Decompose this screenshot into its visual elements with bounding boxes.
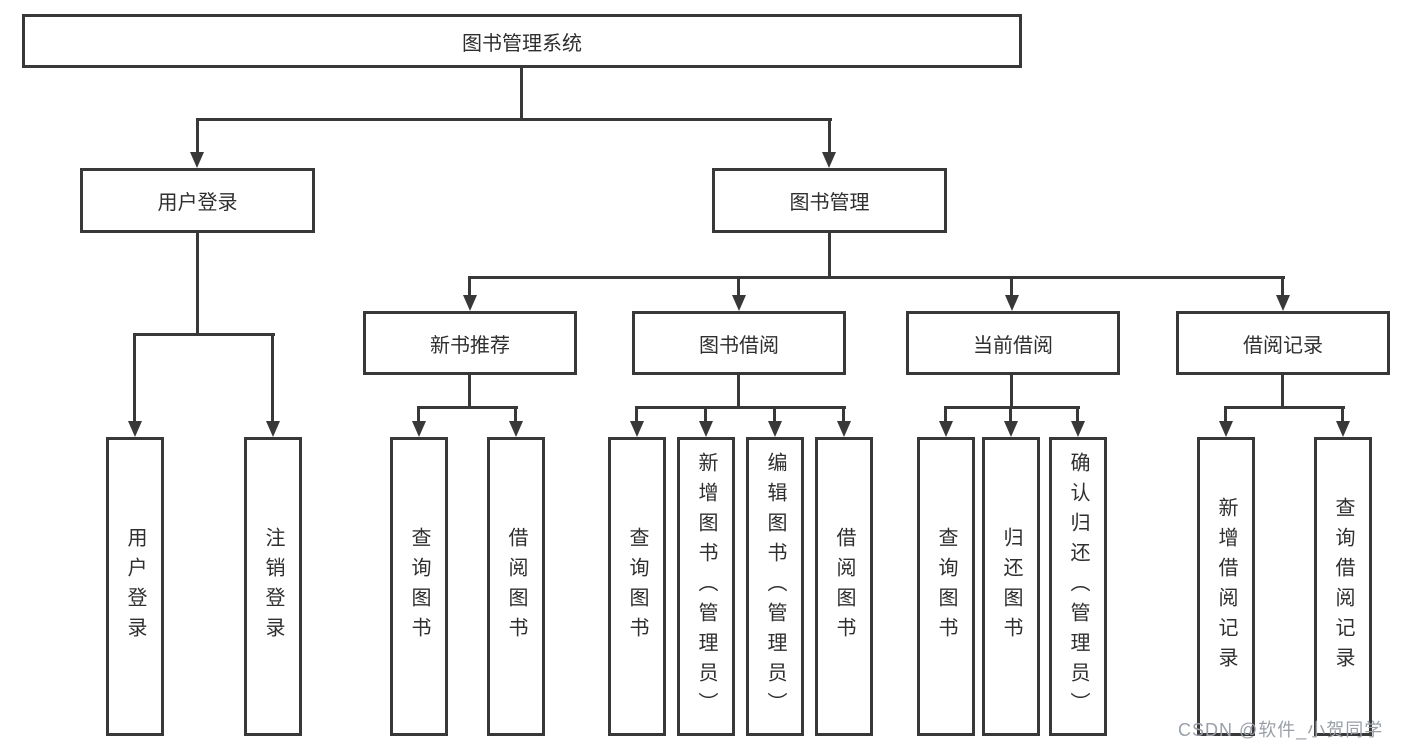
- arrowhead-down-icon: [837, 421, 851, 437]
- connector-line: [1009, 406, 1012, 424]
- node-book-borrow: 图书借阅: [632, 311, 846, 375]
- leaf-add-borrow-record-label: 新增借阅记录: [1215, 496, 1237, 677]
- arrowhead-down-icon: [412, 421, 426, 437]
- connector-line: [514, 406, 517, 424]
- leaf-query-books-rec-label: 查询图书: [408, 526, 430, 647]
- connector-line: [468, 276, 471, 298]
- leaf-add-books-admin-label: 新增图书（管理员）: [695, 451, 717, 722]
- watermark-text: CSDN @软件_小贺同学: [1178, 720, 1384, 740]
- node-root-label: 图书管理系统: [462, 32, 582, 55]
- connector-line: [1281, 375, 1284, 409]
- connector-line: [417, 406, 420, 424]
- arrowhead-down-icon: [1336, 421, 1350, 437]
- leaf-borrow-books-borrow-label: 借阅图书: [833, 526, 855, 647]
- arrowhead-down-icon: [630, 421, 644, 437]
- connector-line: [828, 118, 831, 154]
- node-book-management-label: 图书管理: [789, 192, 870, 214]
- connector-line: [704, 406, 707, 424]
- connector-line: [196, 118, 832, 121]
- connector-line: [1224, 406, 1227, 424]
- arrowhead-down-icon: [768, 421, 782, 437]
- node-root: 图书管理系统: [22, 14, 1022, 68]
- connector-line: [944, 406, 947, 424]
- connector-line: [737, 375, 740, 409]
- arrowhead-down-icon: [699, 421, 713, 437]
- connector-line: [1010, 276, 1013, 298]
- arrowhead-down-icon: [822, 152, 836, 168]
- node-book-borrow-label: 图书借阅: [699, 334, 779, 357]
- connector-line: [468, 375, 471, 409]
- leaf-return-books: 归还图书: [982, 437, 1040, 736]
- arrowhead-down-icon: [1071, 421, 1085, 437]
- connector-line: [520, 67, 523, 121]
- connector-line: [1281, 276, 1284, 298]
- arrowhead-down-icon: [190, 152, 204, 168]
- arrowhead-down-icon: [939, 421, 953, 437]
- leaf-edit-books-admin-label: 编辑图书（管理员）: [764, 451, 786, 722]
- node-borrow-records: 借阅记录: [1176, 311, 1390, 375]
- leaf-user-login-label: 用户登录: [124, 526, 146, 647]
- arrowhead-down-icon: [128, 421, 142, 437]
- leaf-logout-label: 注销登录: [262, 526, 284, 647]
- node-book-management: 图书管理: [712, 168, 947, 233]
- connector-line: [417, 406, 518, 409]
- leaf-user-login: 用户登录: [106, 437, 164, 736]
- connector-line: [196, 118, 199, 154]
- leaf-query-books-rec: 查询图书: [390, 437, 448, 736]
- connector-line: [842, 406, 845, 424]
- connector-line: [1076, 406, 1079, 424]
- arrowhead-down-icon: [732, 295, 746, 311]
- node-user-login: 用户登录: [80, 168, 315, 233]
- connector-line: [1341, 406, 1344, 424]
- leaf-return-books-label: 归还图书: [1000, 526, 1022, 647]
- node-new-book-recommend: 新书推荐: [363, 311, 577, 375]
- leaf-query-borrow-record: 查询借阅记录: [1314, 437, 1372, 736]
- leaf-borrow-books-rec: 借阅图书: [487, 437, 545, 736]
- connector-line: [635, 406, 638, 424]
- connector-line: [468, 276, 1285, 279]
- node-current-borrow-label: 当前借阅: [973, 334, 1053, 357]
- leaf-query-books-borrow: 查询图书: [608, 437, 666, 736]
- arrowhead-down-icon: [463, 295, 477, 311]
- leaf-borrow-books-borrow: 借阅图书: [815, 437, 873, 736]
- connector-line: [737, 276, 740, 298]
- arrowhead-down-icon: [1005, 295, 1019, 311]
- node-user-login-label: 用户登录: [157, 192, 238, 214]
- leaf-query-borrow-record-label: 查询借阅记录: [1332, 496, 1354, 677]
- node-borrow-records-label: 借阅记录: [1243, 334, 1323, 357]
- connector-line: [133, 333, 136, 423]
- connector-line: [196, 233, 199, 336]
- connector-line: [271, 333, 274, 423]
- connector-line: [828, 233, 831, 279]
- node-new-book-recommend-label: 新书推荐: [430, 334, 510, 357]
- leaf-query-books-borrow-label: 查询图书: [626, 526, 648, 647]
- node-current-borrow: 当前借阅: [906, 311, 1120, 375]
- leaf-edit-books-admin: 编辑图书（管理员）: [746, 437, 804, 736]
- connector-line: [944, 406, 1080, 409]
- arrowhead-down-icon: [1004, 421, 1018, 437]
- leaf-add-borrow-record: 新增借阅记录: [1197, 437, 1255, 736]
- connector-line: [635, 406, 846, 409]
- leaf-query-books-current: 查询图书: [917, 437, 975, 736]
- connector-line: [773, 406, 776, 424]
- arrowhead-down-icon: [509, 421, 523, 437]
- leaf-confirm-return-admin-label: 确认归还（管理员）: [1067, 451, 1089, 722]
- connector-line: [1010, 375, 1013, 409]
- arrowhead-down-icon: [266, 421, 280, 437]
- connector-line: [133, 333, 275, 336]
- connector-line: [1224, 406, 1345, 409]
- leaf-borrow-books-rec-label: 借阅图书: [505, 526, 527, 647]
- leaf-confirm-return-admin: 确认归还（管理员）: [1049, 437, 1107, 736]
- arrowhead-down-icon: [1219, 421, 1233, 437]
- leaf-query-books-current-label: 查询图书: [935, 526, 957, 647]
- arrowhead-down-icon: [1276, 295, 1290, 311]
- leaf-add-books-admin: 新增图书（管理员）: [677, 437, 735, 736]
- leaf-logout: 注销登录: [244, 437, 302, 736]
